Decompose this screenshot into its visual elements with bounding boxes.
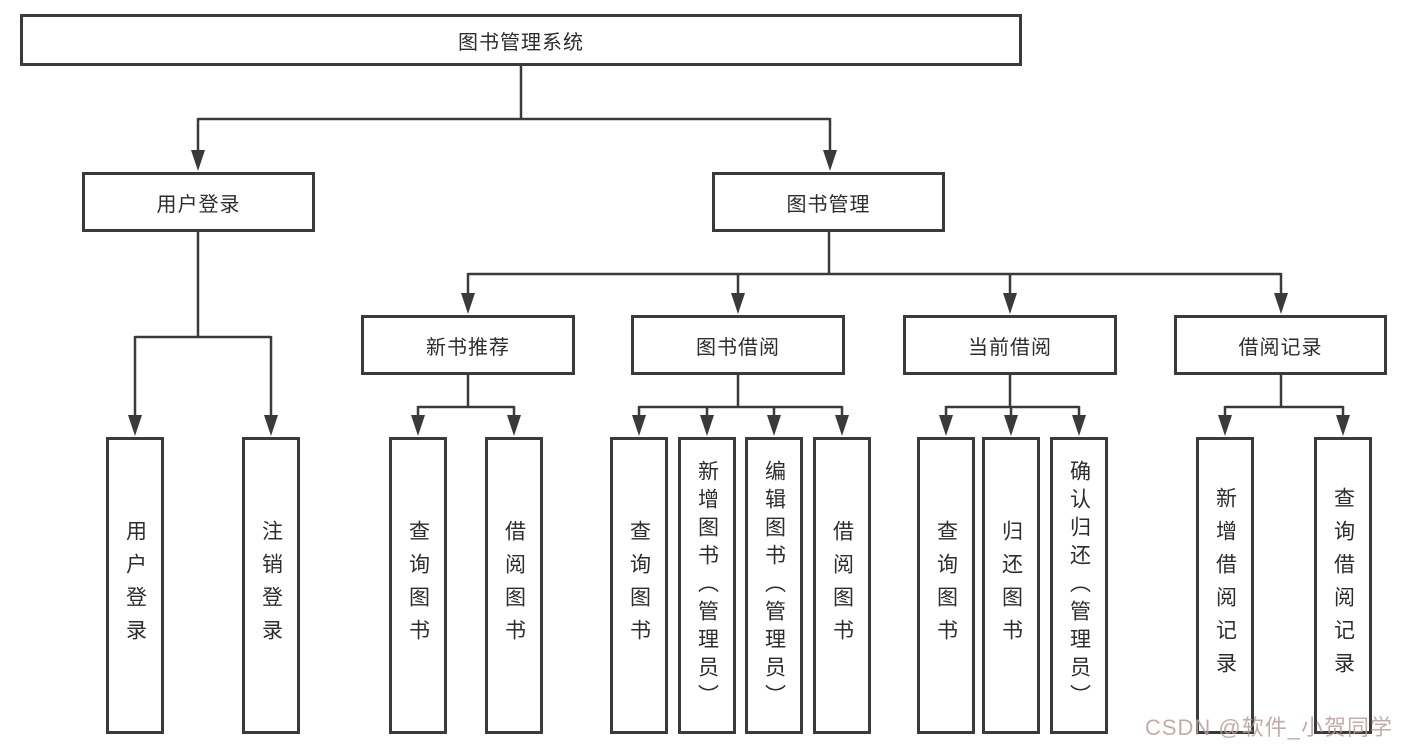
- node-new-book-recommend: 新书推荐: [361, 315, 575, 375]
- leaf-logout: 注销登录: [242, 437, 300, 734]
- leaf-current-return-books: 归还图书: [982, 437, 1040, 734]
- leaf-borrowing-query-books: 查询图书: [610, 437, 668, 734]
- node-root-system: 图书管理系统: [20, 14, 1022, 66]
- leaf-recommend-borrow-books: 借阅图书: [485, 437, 543, 734]
- leaf-recommend-query-books: 查询图书: [389, 437, 447, 734]
- node-user-login: 用户登录: [82, 172, 315, 232]
- csdn-watermark: CSDN @软件_小贺同学: [1144, 715, 1393, 740]
- leaf-user-login: 用户登录: [106, 437, 164, 734]
- leaf-borrowing-edit-books-admin: 编辑图书（管理员）: [745, 437, 803, 734]
- node-current-borrowing: 当前借阅: [903, 315, 1117, 375]
- leaf-borrowing-add-books-admin: 新增图书（管理员）: [678, 437, 736, 734]
- leaf-borrowing-borrow-books: 借阅图书: [813, 437, 871, 734]
- leaf-current-confirm-return-admin: 确认归还（管理员）: [1050, 437, 1108, 734]
- leaf-current-query-books: 查询图书: [917, 437, 975, 734]
- leaf-records-query-record: 查询借阅记录: [1314, 437, 1372, 734]
- node-borrowing-records: 借阅记录: [1174, 315, 1387, 375]
- node-book-management: 图书管理: [712, 172, 945, 232]
- leaf-records-add-record: 新增借阅记录: [1196, 437, 1254, 734]
- arrowheads: [128, 150, 1350, 436]
- node-book-borrowing: 图书借阅: [631, 315, 845, 375]
